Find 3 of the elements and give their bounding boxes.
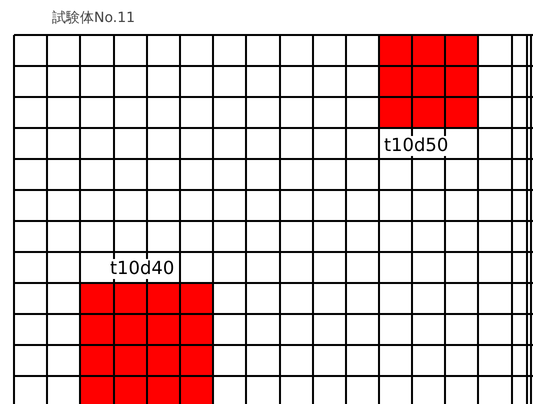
title: 試験体No.11 <box>52 11 136 25</box>
block-label: t10d50 <box>383 136 450 156</box>
block-label: t10d40 <box>109 259 176 279</box>
